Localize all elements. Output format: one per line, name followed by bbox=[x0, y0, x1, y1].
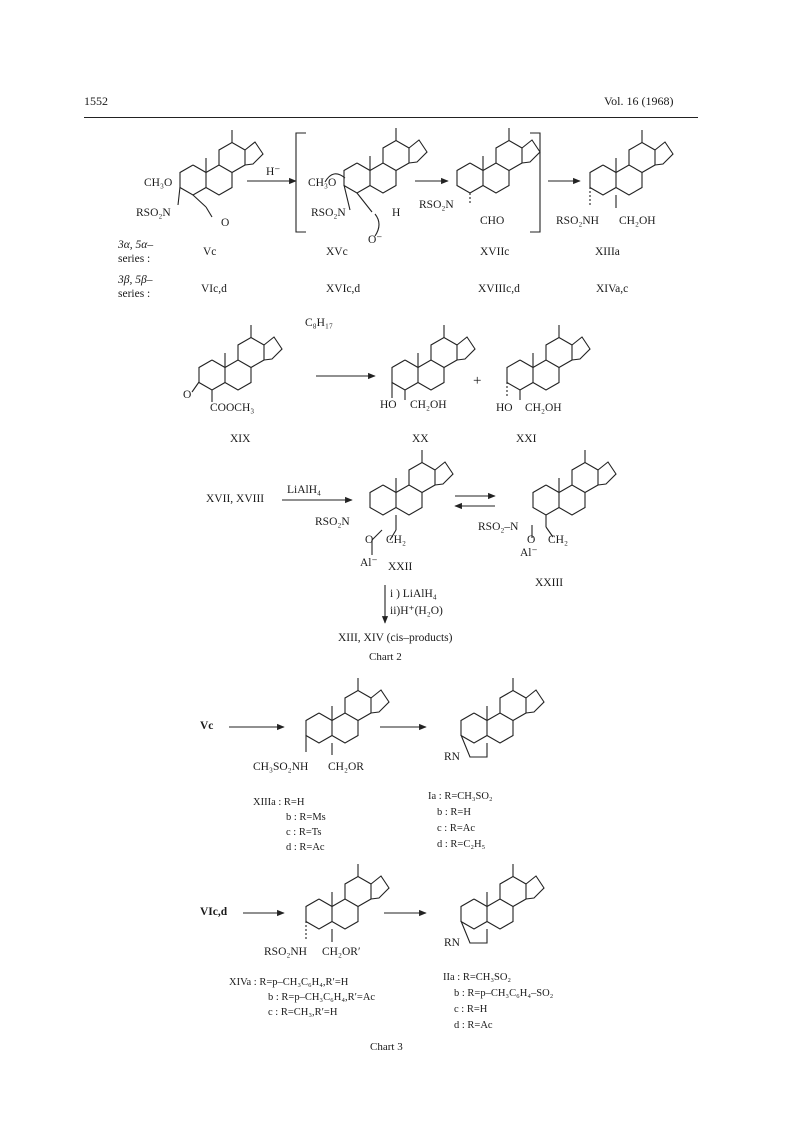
compound-xxiii: XXIII bbox=[535, 577, 564, 589]
xxiii-ch2: CH₂ bbox=[548, 534, 568, 546]
xxii-rso2n: RSO₂N bbox=[315, 516, 350, 528]
xxii-o: O bbox=[365, 534, 374, 546]
group-o: O bbox=[221, 217, 230, 229]
chart2-caption: Chart 2 bbox=[369, 651, 402, 663]
compound-xviic: XVIIc bbox=[480, 246, 510, 258]
group-ch3o-int: CH₃O bbox=[308, 177, 337, 189]
group-rso2n: RSO₂N bbox=[136, 207, 171, 219]
series-label-alpha: 3α, 5α– bbox=[118, 239, 154, 251]
struct-xiva bbox=[305, 863, 390, 930]
compound-xvicd: XVIc,d bbox=[326, 283, 361, 295]
series-label-alpha-2: series : bbox=[118, 253, 151, 265]
struct-vc bbox=[179, 129, 264, 196]
xxiii-rso2n: RSO₂–N bbox=[478, 521, 519, 533]
reactants-xvii-xviii: XVII, XVIII bbox=[206, 493, 265, 505]
compound-xx: XX bbox=[412, 433, 429, 445]
i-def-b: b : R=H bbox=[437, 807, 471, 818]
a-ch2or: CH₂OR bbox=[328, 761, 364, 773]
volume-info: Vol. 16 (1968) bbox=[604, 94, 674, 108]
group-ch2oh-xxi: CH₂OH bbox=[525, 402, 562, 414]
group-o-minus: O⁻ bbox=[368, 234, 383, 246]
compound-xxi: XXI bbox=[516, 433, 537, 445]
xxii-al: Al⁻ bbox=[360, 557, 378, 569]
compound-xviiicd: XVIIIc,d bbox=[478, 283, 520, 295]
page-number: 1552 bbox=[84, 94, 108, 108]
group-ch3o: CH₃O bbox=[144, 177, 173, 189]
compound-xvc: XVc bbox=[326, 246, 348, 258]
struct-ia bbox=[460, 677, 545, 744]
b-rso2nh: RSO₂NH bbox=[264, 946, 307, 958]
ii-def-b: b : R=p–CH₃C₆H₄–SO₂ bbox=[454, 988, 554, 999]
group-ch2oh: CH₂OH bbox=[619, 215, 656, 227]
xxii-ch2: CH₂ bbox=[386, 534, 406, 546]
header-rule bbox=[84, 117, 698, 118]
group-ketone-o: O bbox=[183, 389, 192, 401]
step-i: i ) LiAlH₄ bbox=[390, 588, 437, 600]
xxiii-al: Al⁻ bbox=[520, 547, 538, 559]
chart3-caption: Chart 3 bbox=[370, 1041, 403, 1053]
series-label-beta: 3β, 5β– bbox=[118, 274, 153, 286]
struct-xiiia bbox=[589, 129, 674, 196]
i-def-a: Ia : R=CH₃SO₂ bbox=[428, 791, 493, 802]
struct-xix bbox=[198, 324, 283, 391]
group-cooch3: COOCH₃ bbox=[210, 402, 255, 414]
i-def-c: c : R=Ac bbox=[437, 823, 475, 834]
compound-vc: Vc bbox=[203, 246, 217, 258]
xiv-def-a: XIVa : R=p–CH₃C₆H₄,R′=H bbox=[229, 977, 349, 988]
a-rn: RN bbox=[444, 751, 460, 763]
start-vc: Vc bbox=[200, 720, 214, 732]
xiii-def-d: d : R=Ac bbox=[286, 842, 325, 853]
a-ch3so2nh: CH₃SO₂NH bbox=[253, 761, 309, 773]
ii-def-d: d : R=Ac bbox=[454, 1020, 493, 1031]
ii-def-c: c : R=H bbox=[454, 1004, 488, 1015]
group-h: H bbox=[392, 207, 401, 219]
struct-xvc bbox=[343, 127, 428, 194]
i-def-d: d : R=C₂H₅ bbox=[437, 839, 486, 850]
plus-sign: + bbox=[473, 373, 482, 389]
b-rn: RN bbox=[444, 937, 460, 949]
struct-xxiii bbox=[532, 449, 617, 516]
product-cis: XIII, XIV (cis–products) bbox=[338, 632, 453, 644]
group-rso2n-int: RSO₂N bbox=[311, 207, 346, 219]
struct-xxii bbox=[369, 449, 454, 516]
reagent-lialh4: LiAlH₄ bbox=[287, 484, 322, 496]
xiv-def-b: b : R=p–CH₃C₆H₄,R′=Ac bbox=[268, 992, 376, 1003]
xxiii-o: O bbox=[527, 534, 536, 546]
struct-iia bbox=[460, 863, 545, 930]
group-ho-xxi: HO bbox=[496, 402, 513, 414]
xiii-def-c: c : R=Ts bbox=[286, 827, 322, 838]
compound-vicd: VIc,d bbox=[201, 283, 227, 295]
ii-def-a: IIa : R=CH₃SO₂ bbox=[443, 972, 512, 983]
xiv-def-c: c : R=CH₃,R′=H bbox=[268, 1007, 338, 1018]
group-c8h17: C₈H₁₇ bbox=[305, 317, 334, 329]
compound-xxii: XXII bbox=[388, 561, 413, 573]
group-ch2oh-xx: CH₂OH bbox=[410, 399, 447, 411]
struct-xx bbox=[391, 324, 476, 391]
xiii-def-b: b : R=Ms bbox=[286, 812, 326, 823]
compound-xivac: XIVa,c bbox=[596, 283, 629, 295]
struct-xiiia-3 bbox=[305, 677, 390, 744]
group-cho: CHO bbox=[480, 215, 505, 227]
compound-xiiia: XIIIa bbox=[595, 246, 620, 258]
group-ho-xx: HO bbox=[380, 399, 397, 411]
series-label-beta-2: series : bbox=[118, 288, 151, 300]
reagent-hydride: H⁻ bbox=[266, 166, 281, 178]
struct-xxi bbox=[506, 324, 591, 391]
step-ii: ii)H⁺(H₂O) bbox=[390, 605, 443, 617]
struct-xviic bbox=[456, 127, 541, 194]
group-rso2nh: RSO₂NH bbox=[556, 215, 599, 227]
xiii-def-a: XIIIa : R=H bbox=[253, 797, 305, 808]
start-vicd: VIc,d bbox=[200, 906, 228, 918]
compound-xix: XIX bbox=[230, 433, 251, 445]
b-ch2or: CH₂OR′ bbox=[322, 946, 361, 958]
group-rso2n-imine: RSO₂N bbox=[419, 199, 454, 211]
